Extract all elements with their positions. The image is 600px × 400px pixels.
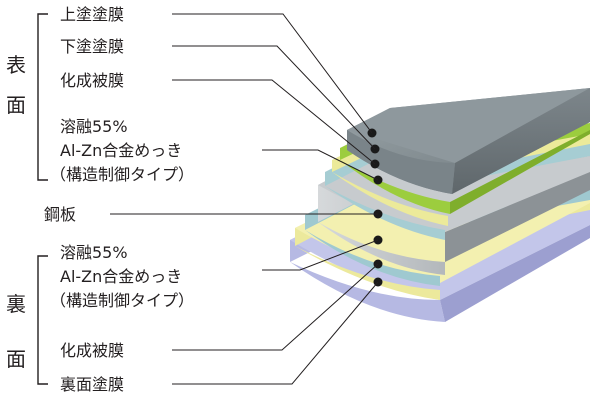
- label-steel: 鋼板: [44, 205, 76, 224]
- label-plating-front-line-2: Al-Zn合金めっき: [60, 141, 182, 160]
- front-side-char-1: 表: [6, 53, 26, 77]
- label-plating-front-line-1: 溶融55%: [60, 117, 128, 136]
- label-top-coat: 上塗塗膜: [60, 5, 124, 24]
- label-plating-back-line-3: （構造制御タイプ）: [50, 291, 194, 310]
- leader-plating-back: [262, 239, 379, 271]
- leader-chem-film-front: [172, 79, 376, 165]
- label-plating-back-line-2: Al-Zn合金めっき: [60, 267, 182, 286]
- layer-primer: [340, 123, 590, 214]
- leader-top-coat: [172, 13, 373, 134]
- label-primer: 下塗塗膜: [60, 37, 124, 56]
- front-side-char-2: 面: [6, 93, 26, 117]
- back-bracket: [37, 255, 48, 385]
- label-chem-film-back: 化成被膜: [60, 341, 124, 360]
- back-side-char-2: 面: [6, 347, 26, 371]
- front-bracket: [37, 13, 48, 181]
- label-plating-front-line-3: （構造制御タイプ）: [50, 165, 194, 184]
- label-plating-back-line-1: 溶融55%: [60, 243, 128, 262]
- label-chem-film-front: 化成被膜: [60, 71, 124, 90]
- leader-plating-front: [262, 149, 379, 181]
- leader-primer: [172, 45, 376, 150]
- back-side-char-1: 裏: [6, 292, 26, 316]
- label-back-coat: 裏面塗膜: [60, 375, 124, 394]
- leader-chem-film-back: [172, 263, 379, 351]
- leader-back-coat: [172, 281, 379, 385]
